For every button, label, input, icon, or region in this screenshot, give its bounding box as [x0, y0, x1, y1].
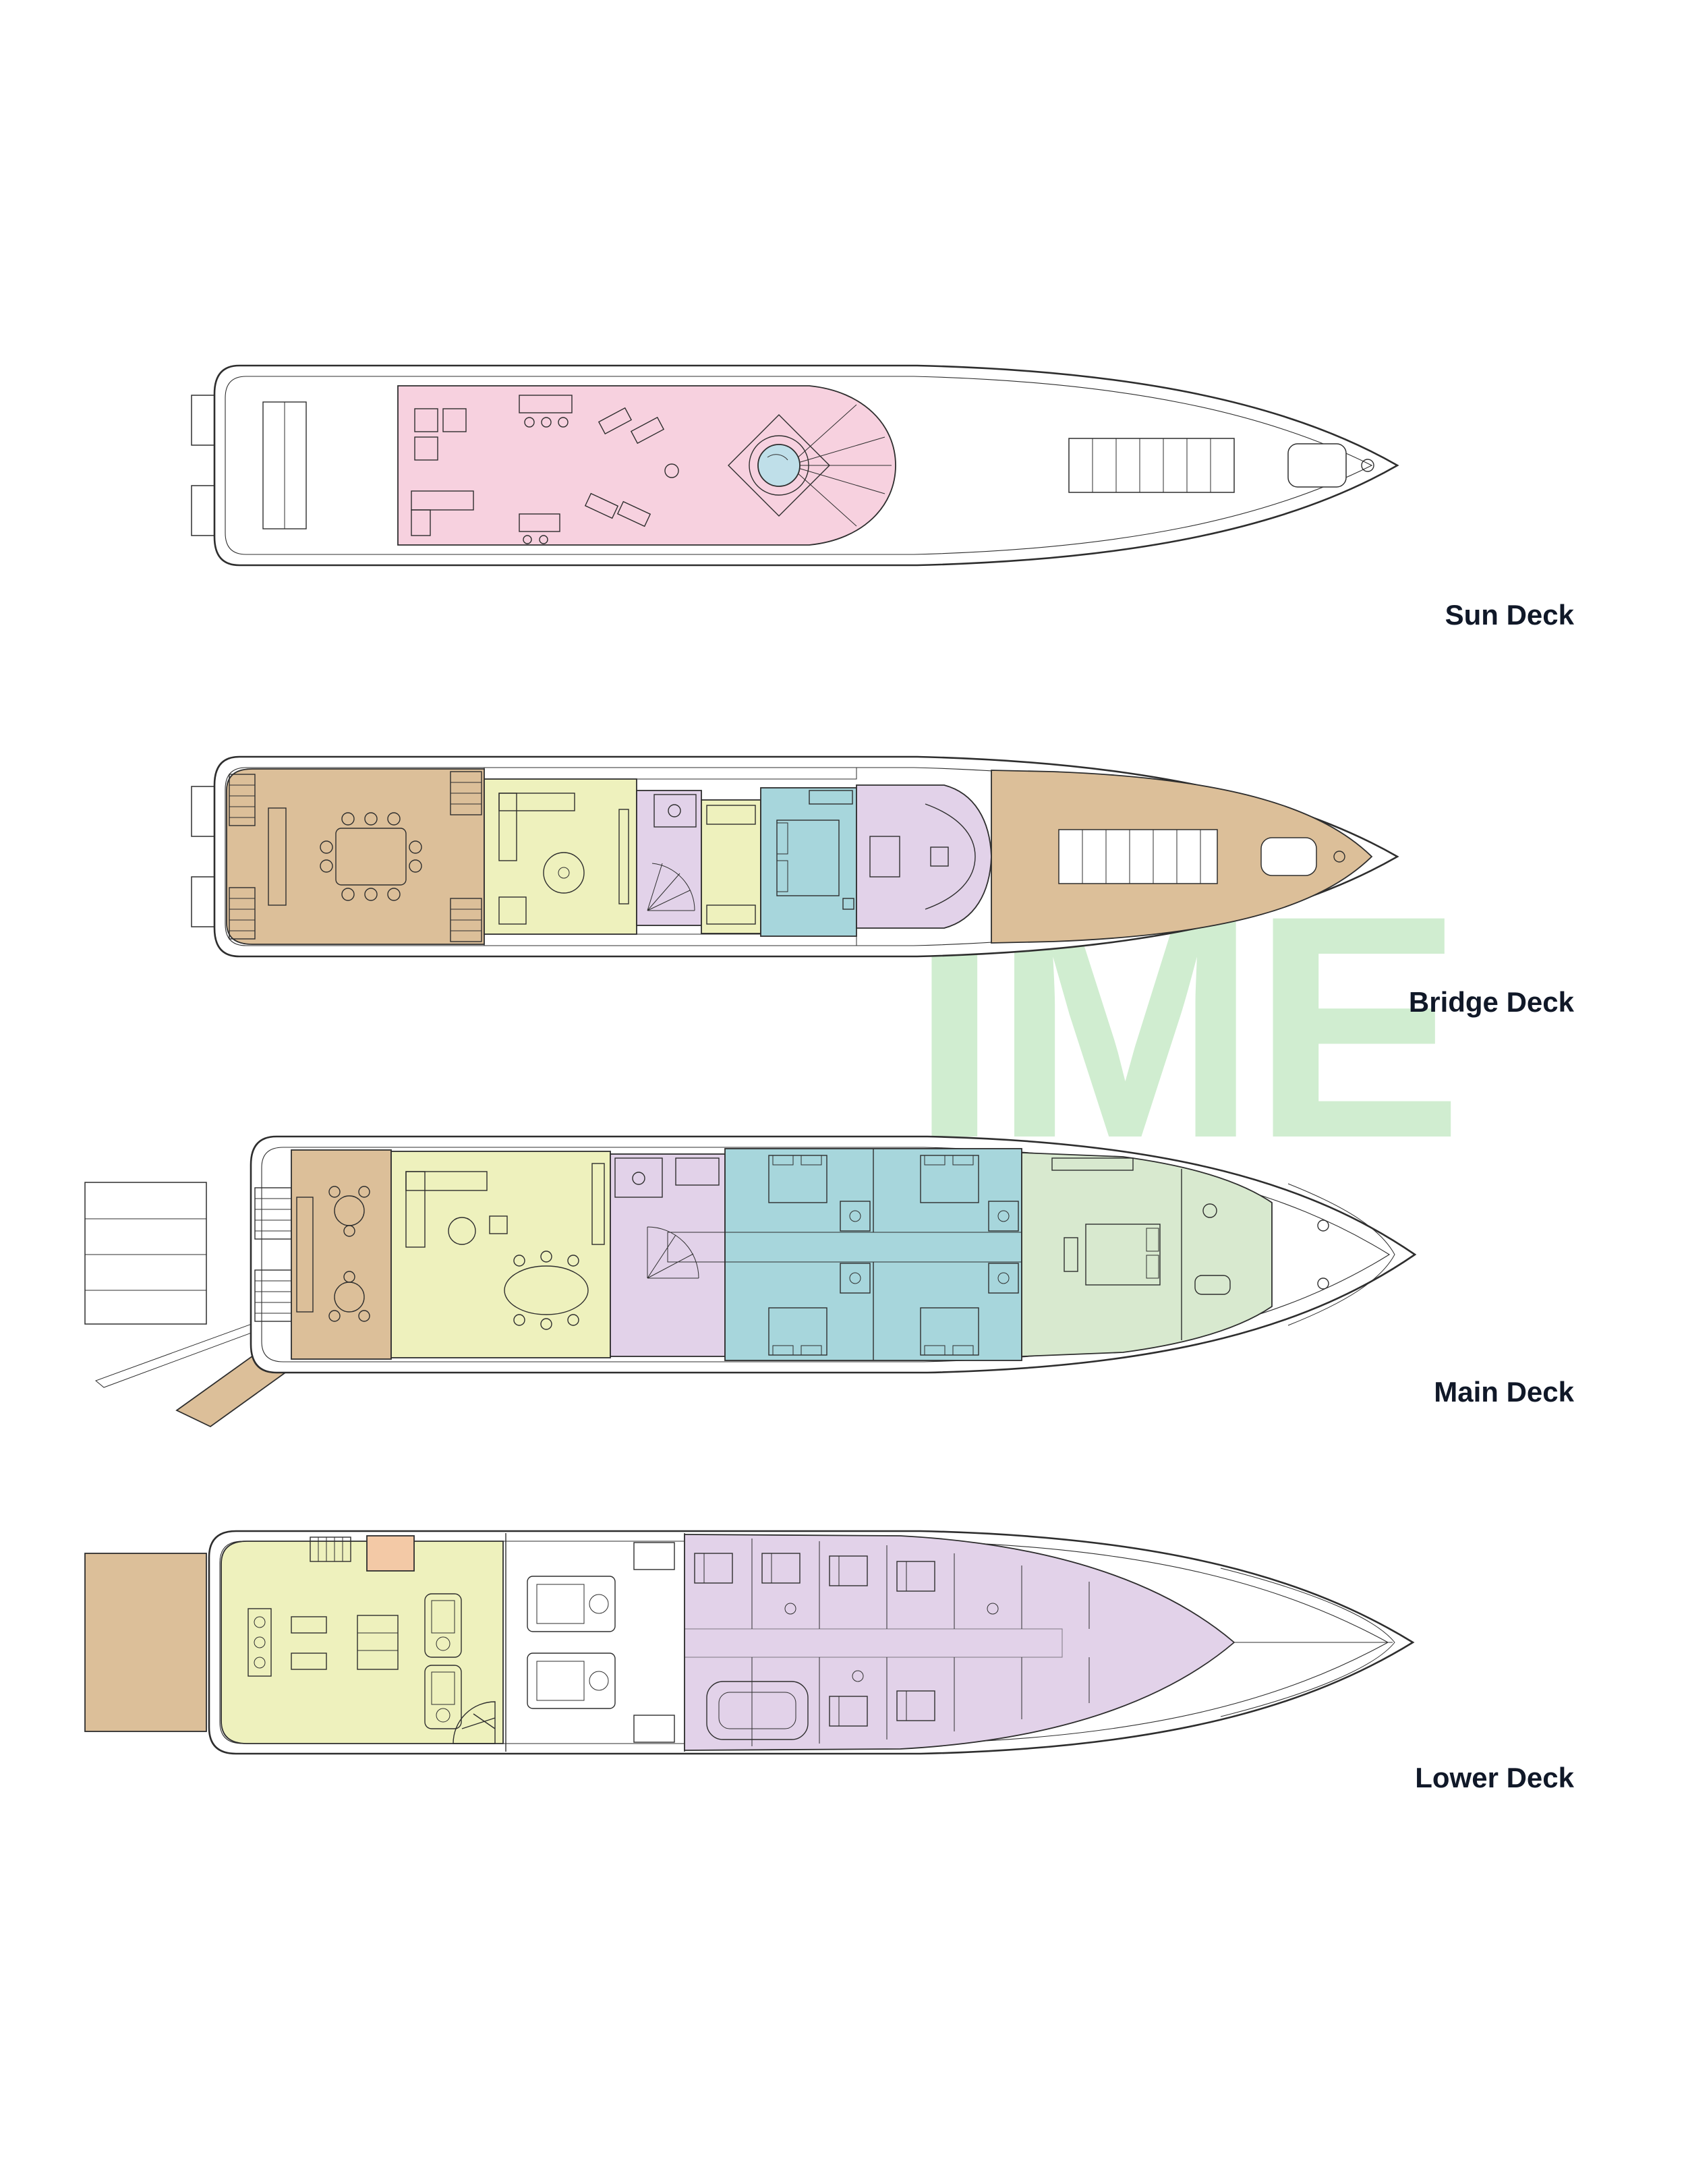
sun-deck-section	[182, 337, 1416, 594]
deck-label-bridge: Bridge Deck	[1408, 986, 1574, 1018]
deck-label-sun: Sun Deck	[1445, 599, 1574, 631]
bridge-side-decks	[484, 767, 857, 946]
bridge-foredeck	[991, 770, 1373, 944]
main-lobby	[610, 1153, 726, 1357]
bridge-deck-section	[182, 728, 1416, 985]
main-deck-plan	[84, 1135, 1417, 1428]
bridge-aft-deck	[226, 768, 485, 945]
bridge-sky-lounge	[484, 778, 637, 935]
main-master-suite	[1021, 1152, 1273, 1357]
sun-foredeck	[1068, 438, 1374, 493]
main-salon	[390, 1151, 611, 1358]
deck-label-lower: Lower Deck	[1415, 1762, 1574, 1793]
main-bow	[1287, 1183, 1395, 1326]
bridge-wheelhouse	[856, 784, 992, 929]
lower-engine-room	[505, 1533, 685, 1752]
pool	[728, 414, 830, 517]
sun-lounge-zone	[397, 385, 896, 546]
lower-deck-section	[74, 1514, 1430, 1771]
lower-bow	[1220, 1568, 1395, 1717]
lower-swim-platform	[84, 1553, 207, 1732]
main-deck-section	[74, 1116, 1430, 1433]
sun-deck-plan	[191, 364, 1399, 567]
bridge-pantry	[701, 799, 761, 934]
main-aft-deck	[291, 1149, 392, 1360]
bridge-captain-cabin	[760, 787, 857, 937]
deck-label-main: Main Deck	[1434, 1376, 1574, 1408]
bridge-deck-plan	[191, 755, 1399, 958]
sun-furniture	[411, 395, 679, 544]
lower-crew-guest-area	[684, 1534, 1236, 1751]
main-guest-cabins	[667, 1148, 1022, 1361]
lower-beach-club-gym	[221, 1535, 504, 1744]
lower-deck-plan	[84, 1530, 1415, 1755]
main-swim-platform	[84, 1182, 207, 1325]
bridge-lobby	[636, 790, 702, 926]
